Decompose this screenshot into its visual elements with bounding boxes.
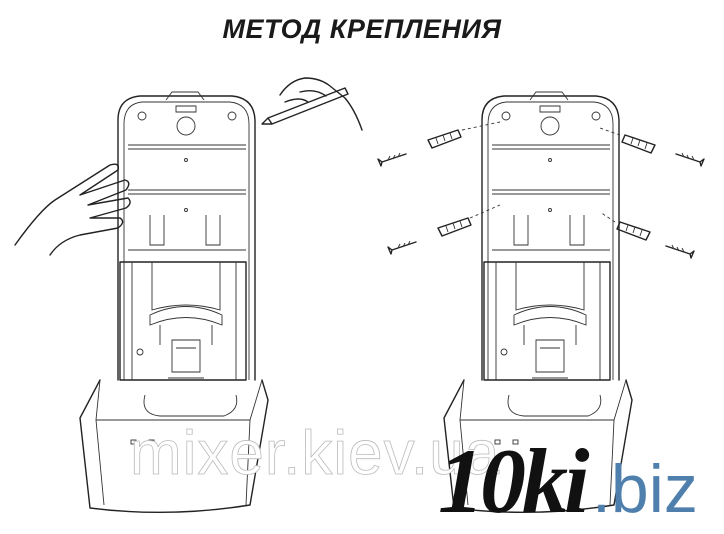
watermark-logo: 10ki xyxy=(438,430,590,532)
watermark-site: mixer.kiev.ua xyxy=(130,419,501,489)
watermark-logo-tld: .biz xyxy=(592,451,698,527)
pencil-hand-icon xyxy=(261,77,363,131)
hand-icon xyxy=(14,163,131,256)
screws-icon xyxy=(377,121,705,259)
page-title: МЕТОД КРЕПЛЕНИЯ xyxy=(222,14,502,44)
